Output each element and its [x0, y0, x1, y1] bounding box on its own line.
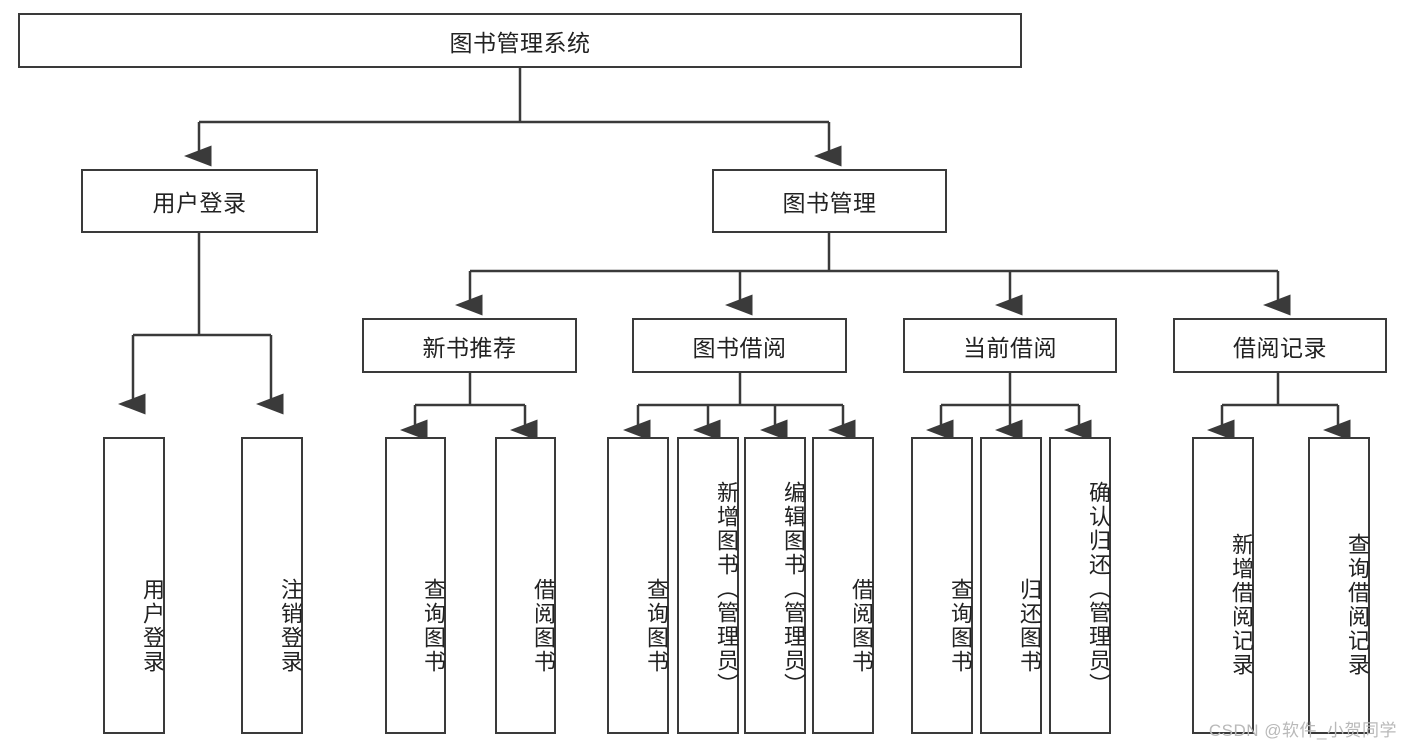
leaf-confirm-return-admin-label: 确认归还（管理员）	[1086, 480, 1111, 697]
node-current-borrow-label: 当前借阅	[963, 334, 1057, 361]
node-root-label: 图书管理系统	[449, 29, 591, 56]
leaf-add-book-admin-label: 新增图书（管理员）	[714, 480, 739, 697]
leaf-borrow-book-recommend[interactable]: 借阅图书	[495, 437, 556, 734]
leaf-user-login-label: 用户登录	[140, 577, 165, 674]
leaf-return-book-label: 归还图书	[1017, 577, 1042, 674]
leaf-return-book[interactable]: 归还图书	[980, 437, 1042, 734]
leaf-add-borrow-record[interactable]: 新增借阅记录	[1192, 437, 1254, 734]
leaf-add-borrow-record-label: 新增借阅记录	[1229, 532, 1254, 677]
leaf-add-book-admin[interactable]: 新增图书（管理员）	[677, 437, 739, 734]
node-new-book-recommend[interactable]: 新书推荐	[362, 318, 577, 373]
node-book-borrow[interactable]: 图书借阅	[632, 318, 847, 373]
node-user-login-label: 用户登录	[152, 190, 247, 216]
leaf-query-book-recommend-label: 查询图书	[421, 577, 446, 674]
node-book-borrow-label: 图书借阅	[692, 334, 787, 361]
node-borrow-record-label: 借阅记录	[1233, 334, 1327, 361]
leaf-borrow-book-label: 借阅图书	[849, 577, 874, 674]
leaf-user-login[interactable]: 用户登录	[103, 437, 165, 734]
leaf-query-book-current-label: 查询图书	[948, 577, 973, 674]
node-new-book-recommend-label: 新书推荐	[422, 334, 517, 361]
node-book-management[interactable]: 图书管理	[712, 169, 947, 233]
leaf-edit-book-admin[interactable]: 编辑图书（管理员）	[744, 437, 806, 734]
leaf-edit-book-admin-label: 编辑图书（管理员）	[781, 480, 806, 697]
leaf-query-book-recommend[interactable]: 查询图书	[385, 437, 446, 734]
leaf-query-borrow-record[interactable]: 查询借阅记录	[1308, 437, 1370, 734]
node-user-login[interactable]: 用户登录	[81, 169, 318, 233]
leaf-query-borrow-record-label: 查询借阅记录	[1345, 532, 1370, 677]
leaf-logout[interactable]: 注销登录	[241, 437, 303, 734]
leaf-query-book-current[interactable]: 查询图书	[911, 437, 973, 734]
node-book-management-label: 图书管理	[782, 190, 877, 216]
leaf-query-book-borrow-label: 查询图书	[644, 577, 669, 674]
leaf-confirm-return-admin[interactable]: 确认归还（管理员）	[1049, 437, 1111, 734]
leaf-borrow-book-recommend-label: 借阅图书	[531, 577, 556, 674]
watermark: CSDN @软件_小贺同学	[1208, 721, 1397, 740]
leaf-query-book-borrow[interactable]: 查询图书	[607, 437, 669, 734]
node-current-borrow[interactable]: 当前借阅	[903, 318, 1117, 373]
node-borrow-record[interactable]: 借阅记录	[1173, 318, 1387, 373]
leaf-borrow-book[interactable]: 借阅图书	[812, 437, 874, 734]
leaf-logout-label: 注销登录	[278, 577, 303, 674]
node-root[interactable]: 图书管理系统	[18, 13, 1022, 68]
